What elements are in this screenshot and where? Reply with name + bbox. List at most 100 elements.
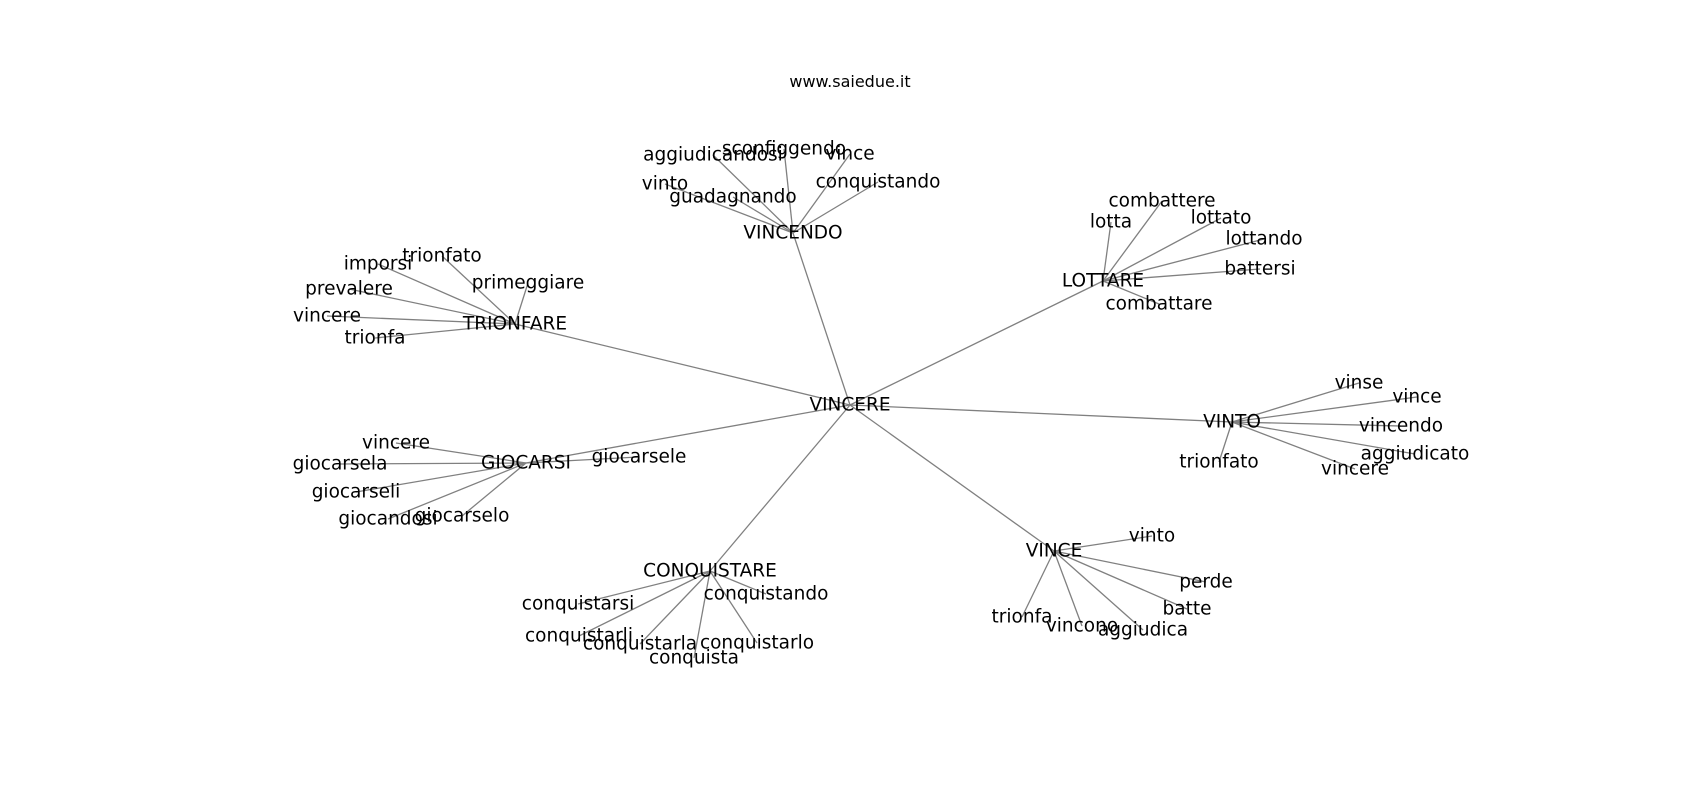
node-leaf-vincono: vincono xyxy=(1046,616,1118,637)
edge-vincendo-sconfiggendo xyxy=(783,148,794,234)
node-leaf-conquistando: conquistando xyxy=(704,584,829,605)
node-leaf-trionfato: trionfato xyxy=(402,246,481,267)
node-leaf-conquistando: conquistando xyxy=(816,172,941,193)
node-leaf-vincere: vincere xyxy=(1321,459,1389,480)
edge-conquistare-conquistarlo xyxy=(709,570,758,644)
edge-vinto-vincendo xyxy=(1231,421,1402,427)
node-leaf-conquistarsi: conquistarsi xyxy=(522,594,634,615)
node-hub-giocarsi: GIOCARSI xyxy=(481,453,571,474)
node-leaf-giocarsela: giocarsela xyxy=(293,454,388,475)
edge-vinto-aggiudicato xyxy=(1231,421,1416,455)
edge-center-lottare xyxy=(849,280,1104,406)
node-center-vincere: VINCERE xyxy=(809,395,890,416)
node-leaf-vincere: vincere xyxy=(293,306,361,327)
node-leaf-vinto: vinto xyxy=(1129,526,1175,547)
edge-vinto-vincere xyxy=(1231,421,1356,470)
node-leaf-perde: perde xyxy=(1179,572,1233,593)
edge-vinto-trionfato xyxy=(1218,421,1233,463)
node-leaf-vinse: vinse xyxy=(1335,373,1384,394)
node-leaf-conquistarli: conquistarli xyxy=(525,626,633,647)
node-leaf-battersi: battersi xyxy=(1224,259,1295,280)
edge-center-vinto xyxy=(849,404,1233,423)
node-leaf-combattare: combattare xyxy=(1105,294,1212,315)
edge-center-giocarsi xyxy=(525,404,851,464)
edge-lottare-battersi xyxy=(1102,268,1261,282)
node-leaf-guadagnando: guadagnando xyxy=(669,187,796,208)
edge-trionfare-vincere xyxy=(326,315,516,325)
edge-conquistare-conquistarli xyxy=(578,570,711,637)
node-leaf-prevalere: prevalere xyxy=(305,279,393,300)
node-leaf-sconfiggendo: sconfiggendo xyxy=(722,139,846,160)
edge-lottare-combattere xyxy=(1102,200,1163,282)
node-leaf-combattere: combattere xyxy=(1108,191,1215,212)
edge-conquistare-conquistando xyxy=(709,570,767,595)
node-hub-trionfare: TRIONFARE xyxy=(462,314,567,335)
node-leaf-giocarselo: giocarselo xyxy=(415,506,510,527)
node-hub-conquistare: CONQUISTARE xyxy=(643,561,777,582)
node-leaf-lottando: lottando xyxy=(1225,229,1302,250)
edge-center-trionfare xyxy=(514,323,851,406)
edge-vincendo-vinto xyxy=(664,183,794,234)
node-leaf-conquistarla: conquistarla xyxy=(583,634,697,655)
node-leaf-primeggiare: primeggiare xyxy=(472,273,584,294)
edge-trionfare-prevalere xyxy=(348,288,516,325)
edge-vince-vinto xyxy=(1053,535,1153,552)
edge-trionfare-trionfato xyxy=(441,255,516,325)
label-layer: VINCERE VINCENDO aggiudicandosisconfiggend… xyxy=(293,139,1470,669)
edge-giocarsi-giocarsele xyxy=(525,456,640,464)
node-hub-lottare: LOTTARE xyxy=(1062,271,1144,292)
edge-giocarsi-vincere xyxy=(395,442,527,464)
edge-vincendo-conquistando xyxy=(792,181,879,234)
node-leaf-giocarseli: giocarseli xyxy=(312,482,401,503)
node-leaf-vinto: vinto xyxy=(642,174,688,195)
edge-giocarsi-giocarselo xyxy=(461,462,527,517)
edge-layer xyxy=(326,148,1418,659)
edge-trionfare-trionfa xyxy=(374,323,516,339)
edge-vinto-vince xyxy=(1231,396,1418,423)
node-leaf-trionfa: trionfa xyxy=(992,607,1053,628)
edge-conquistare-conquistarla xyxy=(639,570,711,645)
node-leaf-batte: batte xyxy=(1163,599,1212,620)
watermark-caption: www.saiedue.it xyxy=(789,72,911,91)
node-leaf-trionfato: trionfato xyxy=(1179,452,1258,473)
edge-lottare-lotta xyxy=(1102,221,1112,282)
edge-vincendo-guadagnando xyxy=(732,196,794,234)
node-leaf-conquistarlo: conquistarlo xyxy=(700,633,814,654)
edge-lottare-combattare xyxy=(1102,280,1160,305)
node-leaf-trionfa: trionfa xyxy=(345,328,406,349)
node-leaf-lotta: lotta xyxy=(1090,212,1132,233)
node-hub-vinto: VINTO xyxy=(1203,412,1261,433)
edge-lottare-lottato xyxy=(1102,217,1222,282)
edge-conquistare-conquistarsi xyxy=(577,570,711,605)
node-leaf-aggiudicato: aggiudicato xyxy=(1361,444,1470,465)
node-leaf-vince: vince xyxy=(825,144,874,165)
node-leaf-aggiudicandosi: aggiudicandosi xyxy=(643,145,783,166)
node-leaf-giocandosi: giocandosi xyxy=(338,509,437,530)
node-leaf-vincendo: vincendo xyxy=(1359,416,1443,437)
edge-vince-trionfa xyxy=(1021,550,1055,618)
node-leaf-giocarsele: giocarsele xyxy=(592,447,687,468)
edge-center-vince xyxy=(849,404,1055,552)
edge-vincendo-vince xyxy=(792,153,851,234)
edge-center-vincendo xyxy=(792,232,851,406)
edge-vince-batte xyxy=(1053,550,1188,610)
node-leaf-imporsi: imporsi xyxy=(344,254,413,275)
node-leaf-vincere: vincere xyxy=(362,433,430,454)
edge-trionfare-primeggiare xyxy=(514,282,529,325)
edge-giocarsi-giocarsela xyxy=(339,462,527,465)
edge-vince-aggiudica xyxy=(1053,550,1144,631)
node-leaf-vince: vince xyxy=(1392,387,1441,408)
edge-vince-perde xyxy=(1053,550,1207,583)
edge-vince-vincono xyxy=(1053,550,1083,627)
node-leaf-conquista: conquista xyxy=(649,648,739,669)
edge-center-conquistare xyxy=(709,404,851,572)
node-hub-vincendo: VINCENDO xyxy=(743,223,842,244)
edge-giocarsi-giocarseli xyxy=(355,462,527,493)
edge-vincendo-aggiudicandosi xyxy=(712,154,794,234)
node-hub-vince: VINCE xyxy=(1026,541,1083,562)
edge-vinto-vinse xyxy=(1231,382,1360,423)
node-leaf-aggiudica: aggiudica xyxy=(1098,620,1188,641)
edge-trionfare-imporsi xyxy=(377,263,516,325)
edge-giocarsi-giocandosi xyxy=(387,462,527,520)
